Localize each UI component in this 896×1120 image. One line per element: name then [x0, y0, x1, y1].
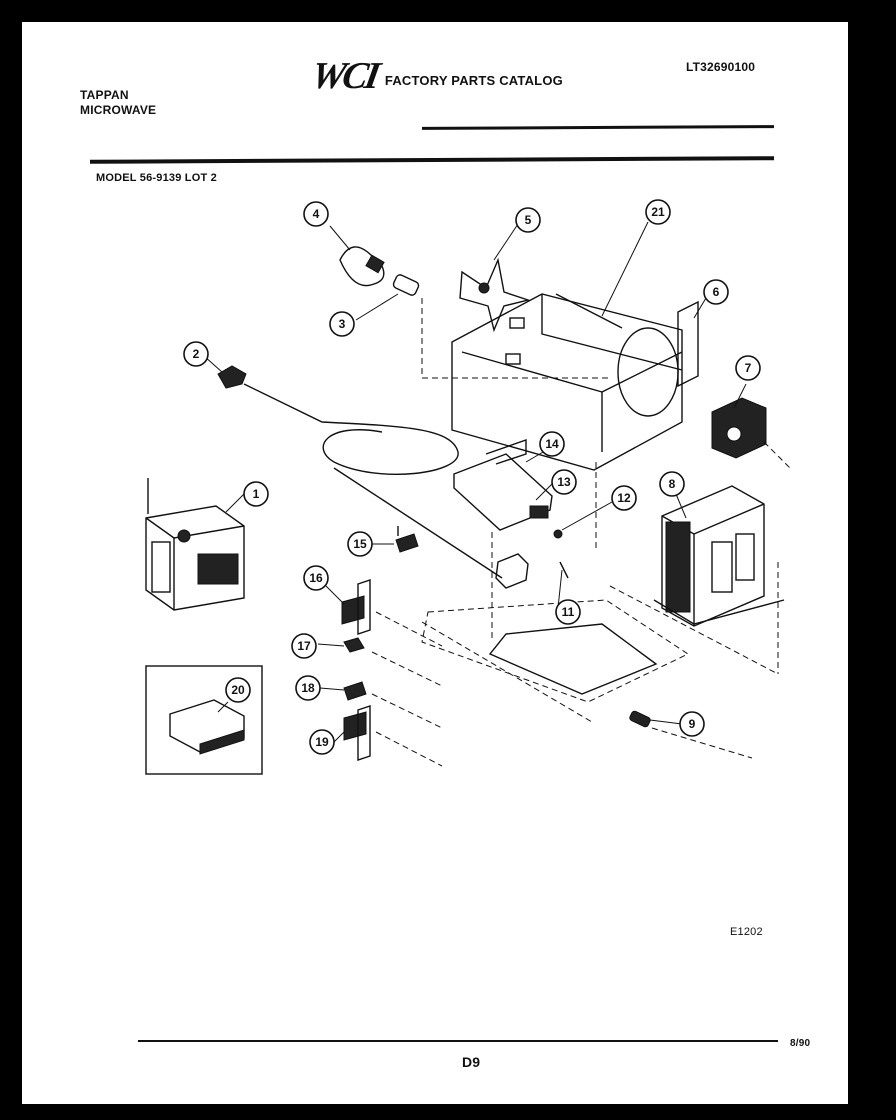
svg-text:2: 2: [193, 347, 200, 361]
svg-text:19: 19: [315, 735, 329, 749]
callout-14: 14: [539, 431, 565, 457]
fuse-drawing: [629, 710, 753, 759]
date-code: 8/90: [790, 1038, 811, 1049]
callout-8: 8: [659, 471, 685, 497]
magnetron-drawing: [145, 478, 245, 611]
parts-sheet: TAPPAN MICROWAVE WCI FACTORY PARTS CATAL…: [22, 22, 848, 1104]
callout-11: 11: [555, 599, 581, 625]
svg-text:6: 6: [713, 285, 720, 299]
callout-21: 21: [645, 199, 671, 225]
callout-9: 9: [679, 711, 705, 737]
svg-text:20: 20: [231, 683, 245, 697]
brand-block: TAPPAN MICROWAVE: [80, 88, 156, 118]
callout-20: 20: [225, 677, 251, 703]
catalog-title: FACTORY PARTS CATALOG: [384, 73, 563, 88]
drawing-id: E1202: [730, 926, 763, 938]
svg-text:15: 15: [353, 537, 367, 551]
svg-text:5: 5: [525, 213, 532, 227]
callout-2: 2: [183, 341, 209, 367]
callout-12: 12: [611, 485, 637, 511]
svg-text:4: 4: [313, 207, 320, 221]
thermal-cutout-drawing: [495, 553, 569, 609]
svg-text:3: 3: [339, 317, 346, 331]
callout-18: 18: [295, 675, 321, 701]
svg-text:14: 14: [545, 437, 559, 451]
lamp-socket-drawing: [355, 274, 612, 379]
svg-text:12: 12: [617, 491, 631, 505]
exploded-parts-diagram: 1 2 3 4 5 6 7 8 9 11 12 13 14 15 16 17 1…: [145, 199, 793, 775]
catalog-logo: WCI FACTORY PARTS CATALOG: [308, 55, 563, 97]
callout-19: 19: [309, 729, 335, 755]
product-type: MICROWAVE: [80, 103, 157, 117]
fan-frame-drawing: [451, 221, 707, 471]
brand-name: TAPPAN: [80, 88, 129, 102]
callout-13: 13: [551, 469, 577, 495]
callout-17: 17: [291, 633, 317, 659]
power-cord-drawing: [203, 355, 503, 579]
svg-text:21: 21: [651, 205, 665, 219]
transformer-drawing: [609, 485, 785, 675]
callout-7: 7: [735, 355, 761, 381]
lamp-bulb-drawing: [329, 225, 385, 287]
catalog-number: LT32690100: [686, 60, 756, 74]
callout-3: 3: [329, 311, 355, 337]
base-plate-outline: [421, 599, 690, 723]
svg-text:8: 8: [669, 477, 676, 491]
svg-text:9: 9: [689, 717, 696, 731]
callout-4: 4: [303, 201, 329, 227]
svg-text:17: 17: [297, 639, 311, 653]
callout-16: 16: [303, 565, 329, 591]
fan-motor-drawing: [711, 383, 793, 471]
callout-5: 5: [515, 207, 541, 233]
footer-rule: [138, 1040, 778, 1042]
svg-text:1: 1: [253, 487, 260, 501]
svg-text:18: 18: [301, 681, 315, 695]
svg-text:7: 7: [745, 361, 752, 375]
callout-6: 6: [703, 279, 729, 305]
interlock-switches-drawing: [317, 579, 443, 767]
actuator-drawing: [372, 526, 419, 553]
callout-1: 1: [243, 481, 269, 507]
svg-text:16: 16: [309, 571, 323, 585]
callout-15: 15: [347, 531, 373, 557]
capacitor-drawing: [453, 439, 613, 642]
page-number: D9: [462, 1054, 481, 1070]
svg-text:13: 13: [557, 475, 571, 489]
timer-drawing: [145, 665, 263, 775]
fan-blade-drawing: [459, 223, 531, 333]
model-number: MODEL 56-9139 LOT 2: [96, 172, 217, 184]
svg-text:11: 11: [562, 605, 575, 619]
